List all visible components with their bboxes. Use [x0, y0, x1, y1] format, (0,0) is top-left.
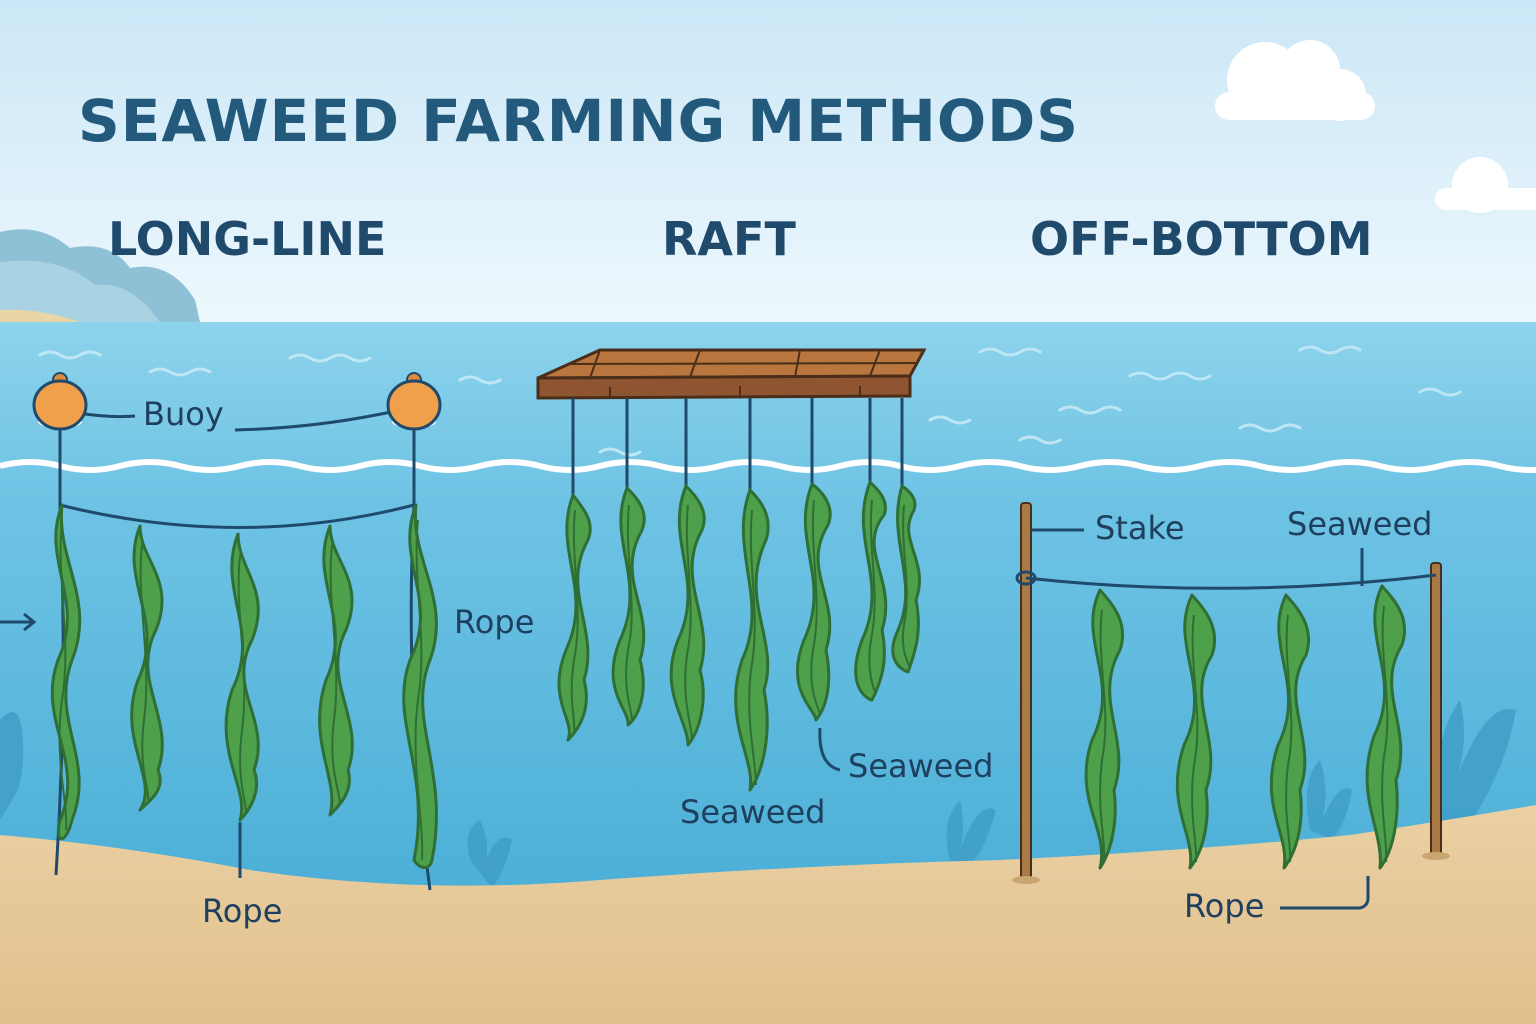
cloud-right	[1215, 40, 1536, 213]
label-raft-seaweed-bottom: Seaweed	[680, 793, 826, 831]
offbottom-seaweed	[1084, 584, 1406, 870]
label-longline-rope-bottom: Rope	[202, 892, 283, 930]
label-raft-seaweed-right: Seaweed	[848, 747, 994, 785]
raft-seaweed	[557, 480, 921, 792]
raft-platform-front	[536, 374, 912, 400]
buoy-left	[32, 372, 88, 431]
buoy-right	[386, 372, 442, 431]
raft-system	[536, 348, 927, 792]
label-offbottom-seaweed: Seaweed	[1287, 505, 1433, 543]
heading-long-line: LONG-LINE	[108, 212, 387, 266]
heading-off-bottom: OFF-BOTTOM	[1030, 212, 1373, 266]
offbottom-rope	[1025, 573, 1437, 590]
longline-surface-rope-2	[234, 408, 401, 432]
longline-system	[0, 372, 442, 891]
coral	[0, 700, 1516, 888]
stake-right	[1430, 562, 1442, 858]
distant-hills	[0, 229, 200, 322]
seabed-sand	[0, 805, 1536, 1024]
water-line	[0, 459, 1536, 473]
offbottom-system	[1012, 502, 1450, 910]
label-longline-rope: Rope	[454, 603, 535, 641]
label-buoy: Buoy	[143, 395, 224, 433]
heading-raft: RAFT	[662, 212, 796, 266]
stake-left	[1020, 502, 1032, 882]
longline-rope	[59, 503, 415, 529]
label-stake: Stake	[1095, 509, 1185, 547]
page-title: SEAWEED FARMING METHODS	[78, 87, 1080, 155]
label-offbottom-rope: Rope	[1184, 887, 1265, 925]
surface-ripples	[38, 345, 1462, 457]
